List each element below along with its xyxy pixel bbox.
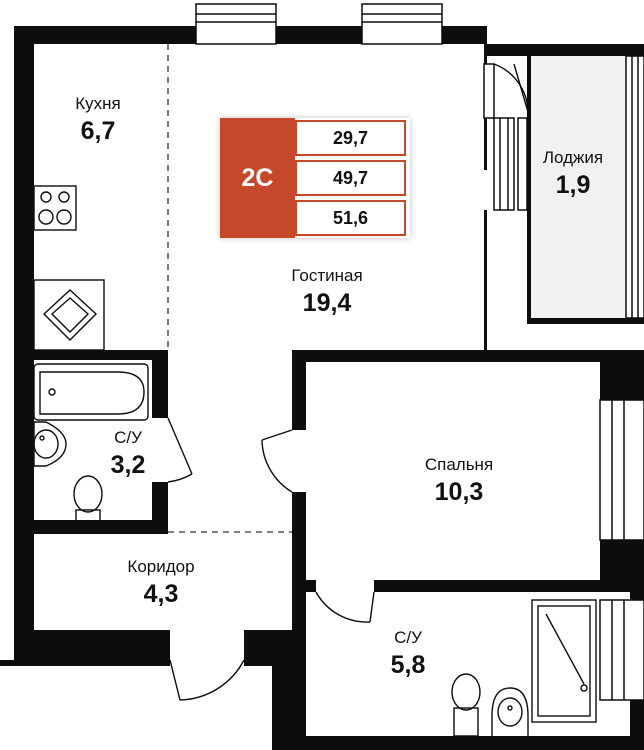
room-label-bathroom-2: С/У 5,8	[391, 628, 426, 682]
door-icon	[167, 63, 529, 701]
room-name: Лоджия	[542, 148, 604, 167]
walls	[0, 26, 644, 750]
room-area: 4,3	[143, 580, 179, 608]
room-area: 1,9	[555, 171, 591, 199]
room-label-loggia: Лоджия 1,9	[543, 148, 603, 202]
total-area-value: 49,7	[295, 160, 406, 196]
washbasin-icon	[33, 421, 67, 467]
zone-dividers	[167, 44, 292, 533]
room-name: Кухня	[75, 94, 121, 113]
room-label-kitchen: Кухня 6,7	[75, 94, 121, 148]
toilet-icon	[73, 475, 481, 737]
room-label-living: Гостиная 19,4	[291, 266, 362, 320]
bathtub-icon	[33, 363, 149, 421]
loggia-floor	[527, 55, 644, 320]
room-label-bedroom: Спальня 10,3	[425, 455, 493, 509]
room-name: Спальня	[424, 455, 494, 474]
room-label-bathroom-1: С/У 3,2	[111, 428, 146, 482]
room-name: С/У	[114, 428, 142, 447]
room-area: 10,3	[434, 478, 484, 506]
room-name: С/У	[394, 628, 422, 647]
shower-icon	[531, 599, 597, 723]
room-name: Гостиная	[291, 266, 363, 285]
sink-icon	[33, 279, 105, 351]
apartment-type: 2С	[220, 118, 295, 238]
room-area: 3,2	[110, 451, 146, 479]
room-name: Коридор	[127, 557, 195, 576]
room-area: 6,7	[80, 117, 116, 145]
washbasin-icon	[491, 687, 529, 736]
window-icon	[195, 3, 644, 701]
room-area: 19,4	[302, 289, 352, 317]
room-label-corridor: Коридор 4,3	[127, 557, 194, 611]
living-area-value: 29,7	[295, 120, 406, 156]
stove-icon	[33, 185, 77, 231]
wall-gaps	[34, 44, 630, 736]
room-area: 5,8	[390, 651, 426, 679]
total-area-with-loggia-value: 51,6	[295, 200, 406, 236]
apartment-badge: 2С 29,7 49,7 51,6	[220, 118, 410, 238]
